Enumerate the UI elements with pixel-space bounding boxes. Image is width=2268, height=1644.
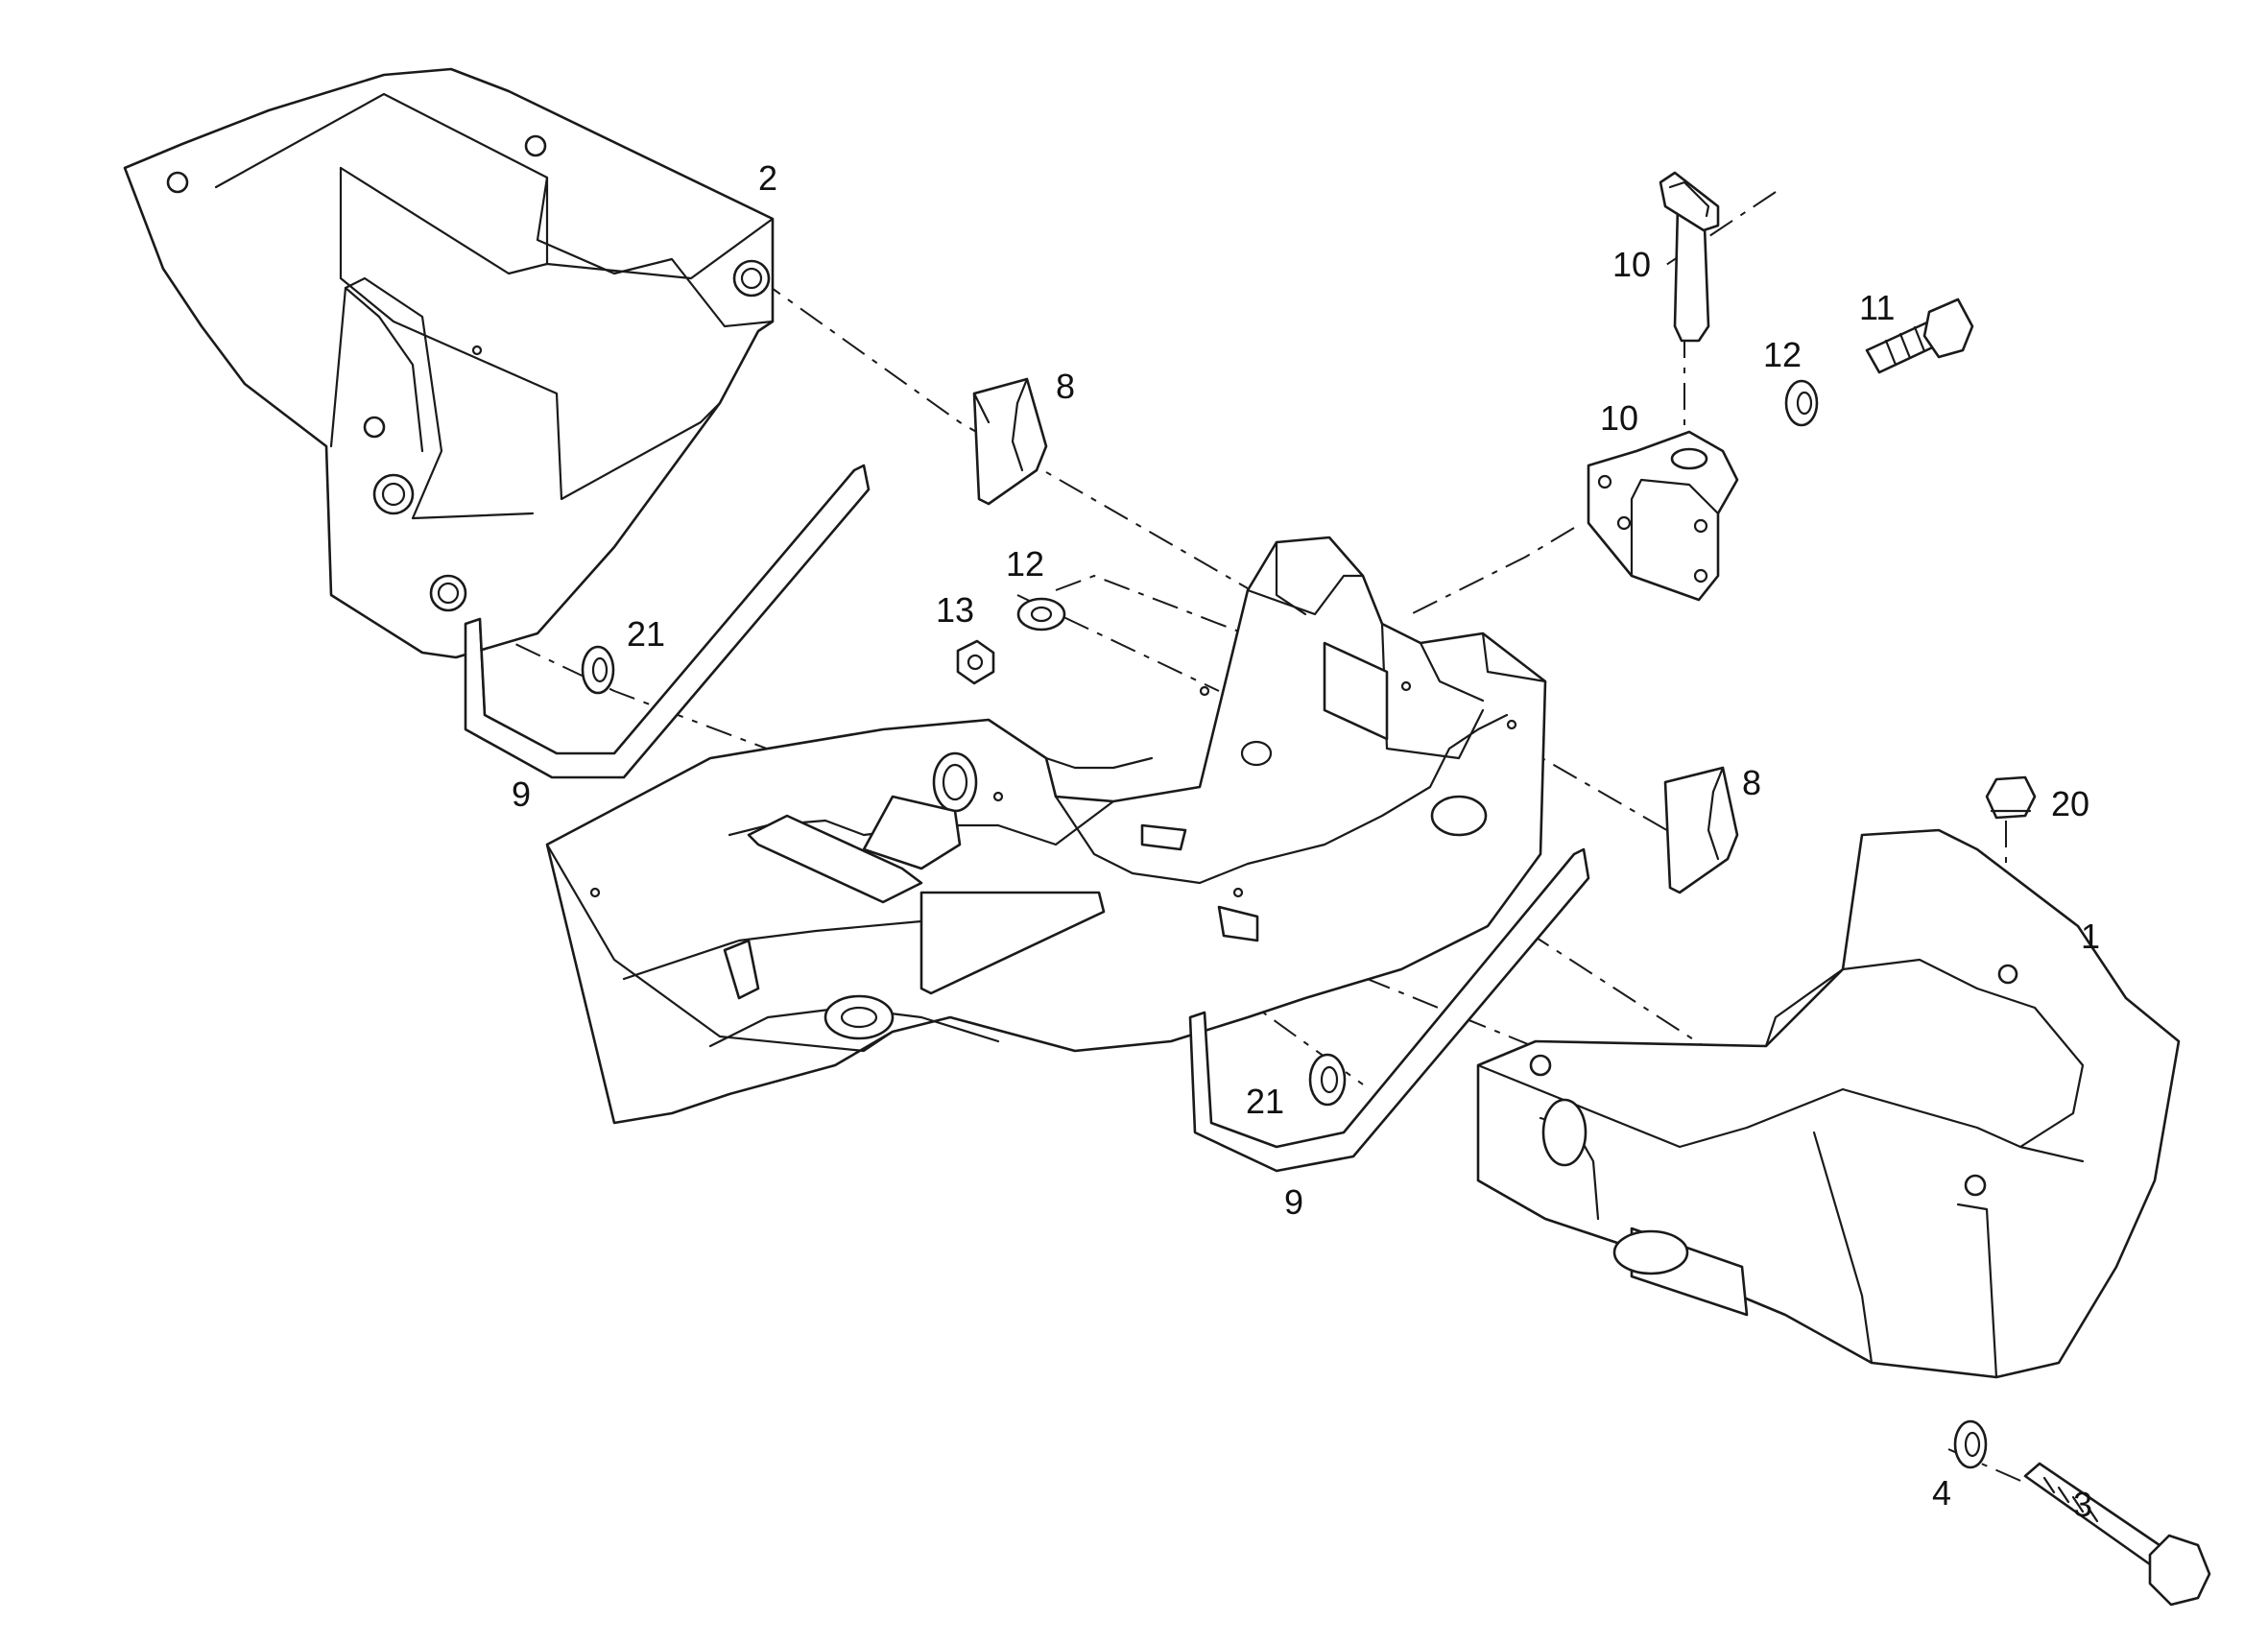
callout-12-upper: 12 (1763, 335, 1802, 374)
wedge-part-8-upper (972, 377, 1048, 506)
washer-part-21-left (581, 645, 615, 695)
wedge-part-8-lower (1663, 766, 1739, 894)
callout-9-left: 9 (512, 774, 531, 814)
washer-part-12-middle (1016, 597, 1066, 631)
cap-part-20 (1985, 775, 2037, 820)
callout-9-right: 9 (1284, 1182, 1303, 1222)
nut-part-13 (956, 639, 995, 685)
callout-4: 4 (1932, 1473, 1951, 1513)
bracket-left-part-9 (464, 464, 871, 779)
callout-labels: 1 2 3 4 8 8 9 9 10 10 11 12 12 13 20 21 … (512, 158, 2100, 1524)
callout-2: 2 (758, 158, 777, 198)
washer-part-21-right (1308, 1053, 1347, 1107)
bolt-part-11 (1865, 298, 1974, 374)
callout-10-plate: 10 (1600, 398, 1638, 438)
callout-21-right: 21 (1246, 1082, 1284, 1121)
pin-part-10 (1659, 171, 1720, 343)
callout-13: 13 (936, 590, 974, 630)
bolt-part-3 (2023, 1462, 2211, 1607)
callout-11: 11 (1859, 288, 1895, 327)
washer-part-4 (1953, 1419, 1988, 1469)
callout-10-pin: 10 (1612, 245, 1651, 284)
counterweight-right-part-1 (1476, 828, 2181, 1379)
counterweight-left-part-2 (123, 67, 775, 659)
callout-1: 1 (2081, 917, 2100, 956)
callout-8-upper: 8 (1056, 367, 1075, 406)
chassis-frame (545, 536, 1547, 1125)
callout-21-left: 21 (627, 614, 665, 654)
hitch-plate-part-10 (1587, 430, 1739, 602)
callout-12-middle: 12 (1006, 544, 1044, 584)
bracket-right-part-9 (1188, 847, 1590, 1173)
washer-part-12-upper (1784, 379, 1819, 427)
callout-3: 3 (2073, 1485, 2092, 1524)
callout-8-lower: 8 (1742, 763, 1761, 802)
callout-20: 20 (2051, 784, 2089, 823)
